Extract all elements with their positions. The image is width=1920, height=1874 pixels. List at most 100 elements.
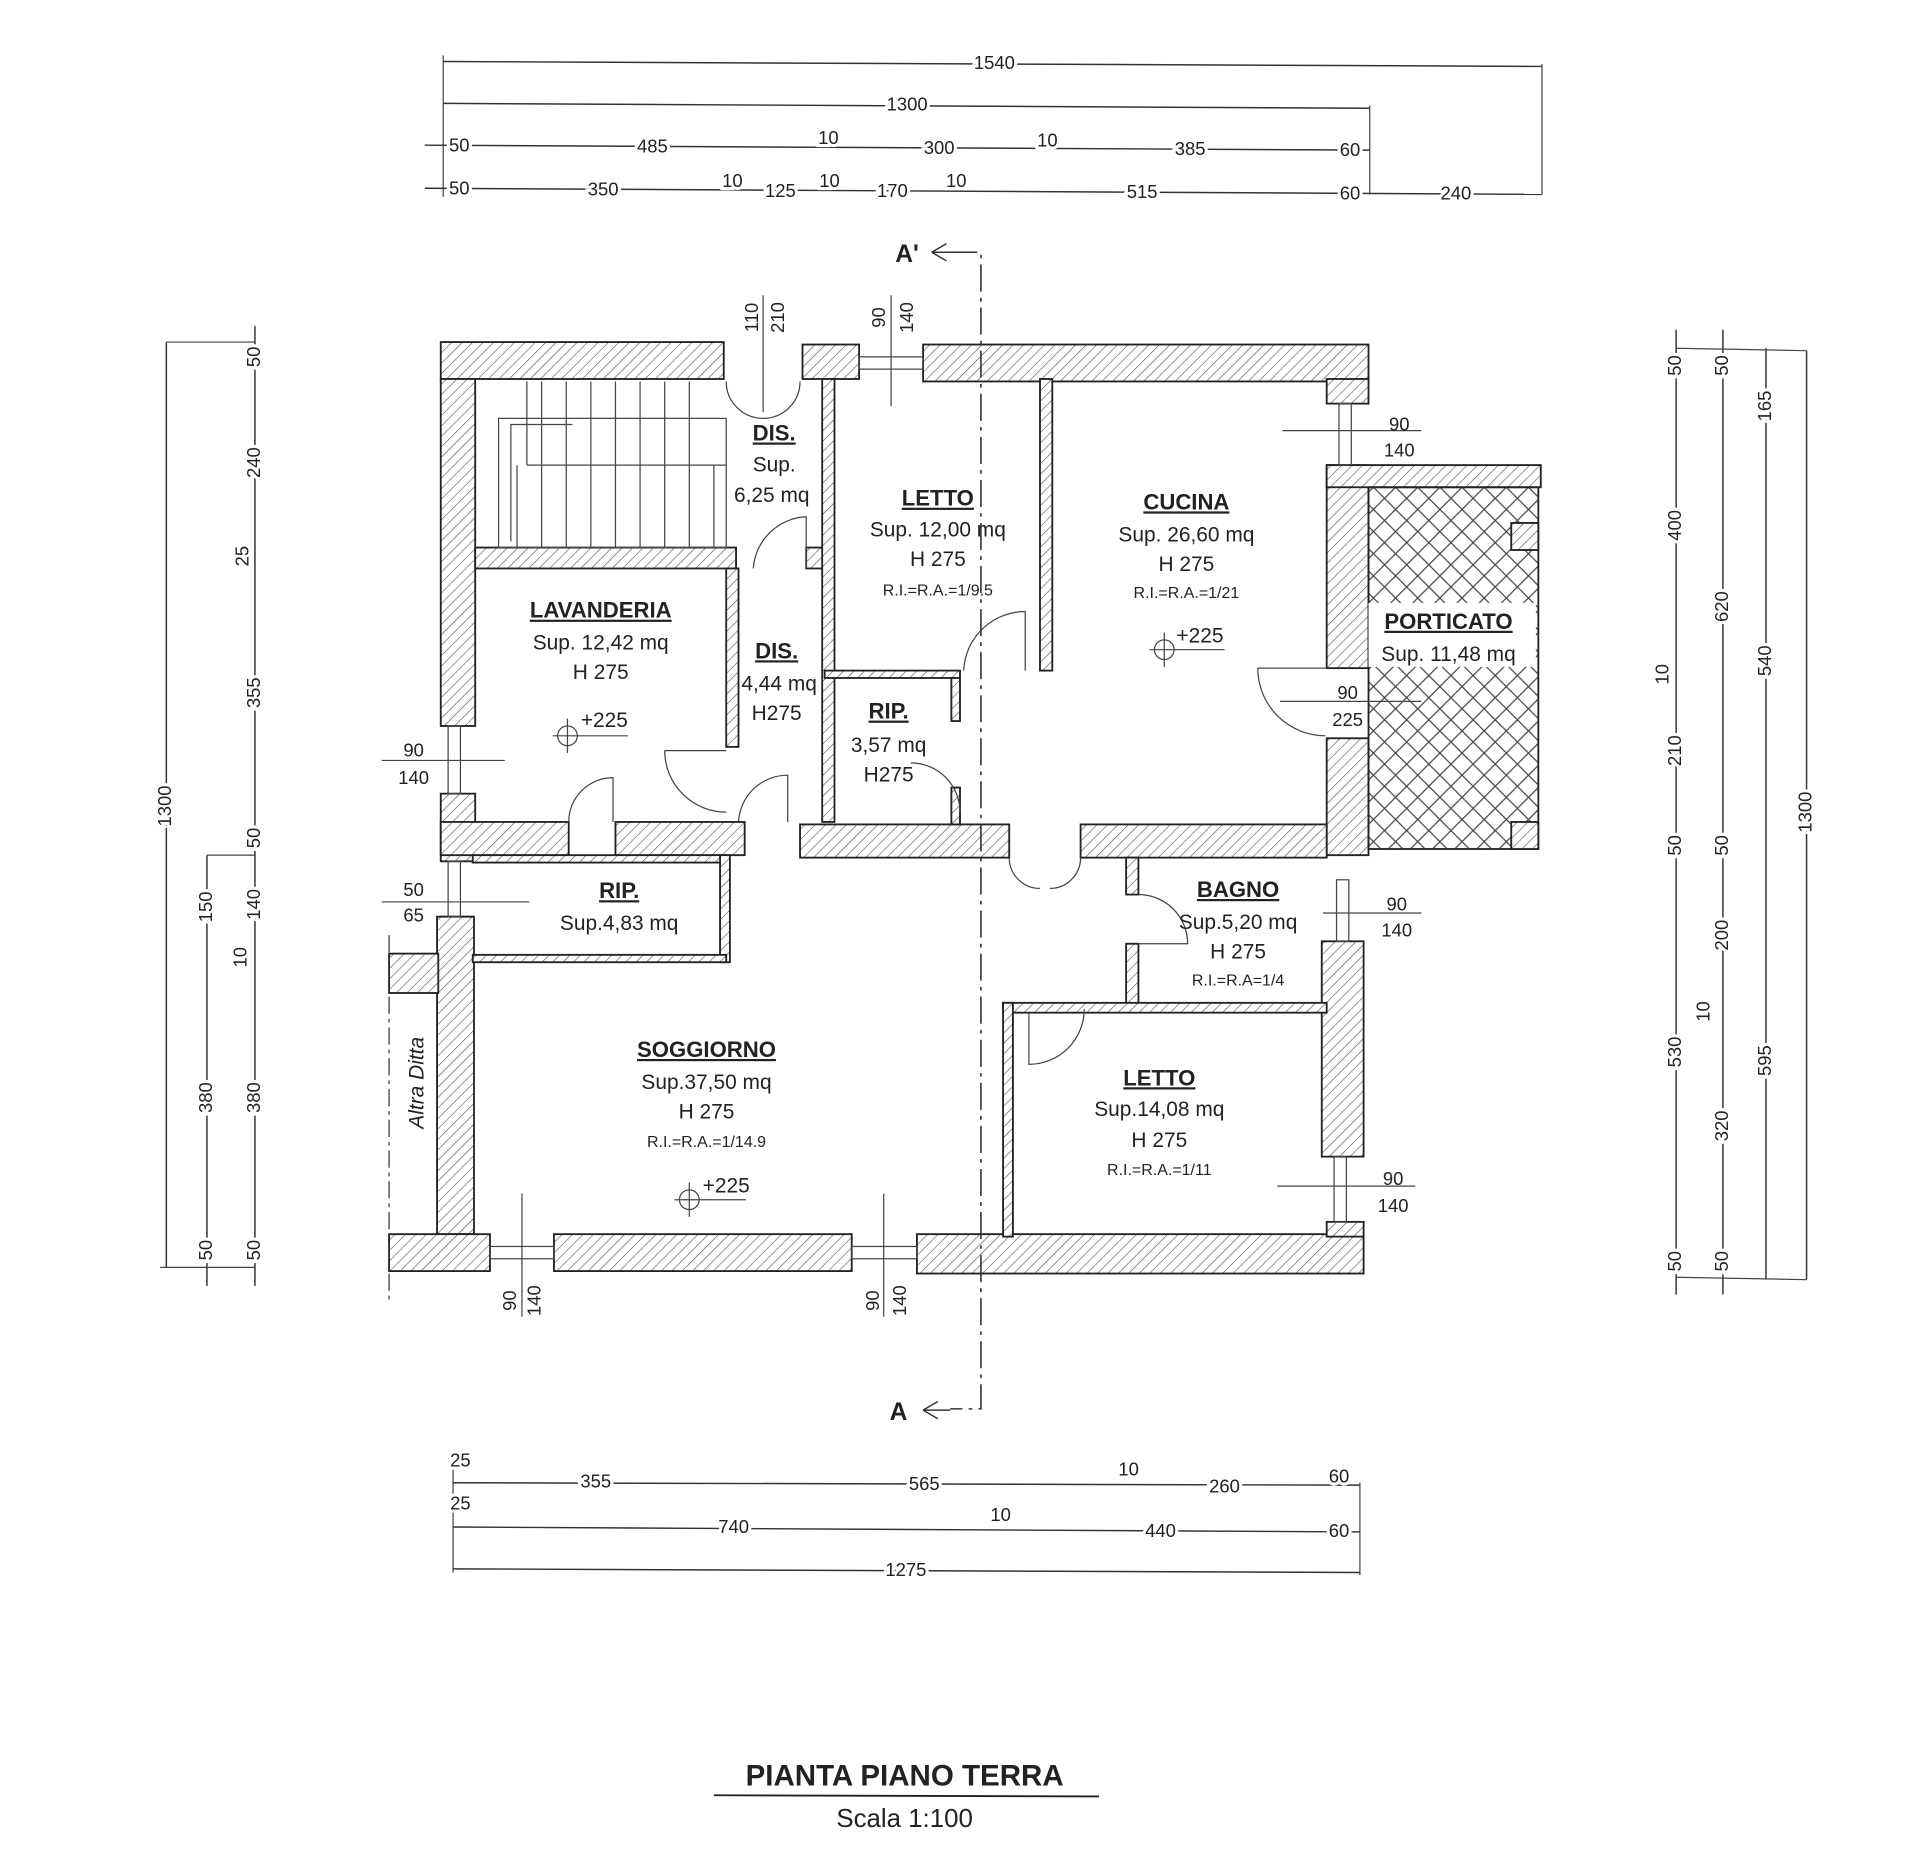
opening-label: 90 [403,740,424,761]
room-ratio: R.I.=R.A.=1/21 [1134,585,1240,602]
opening-label: 90 [862,1290,883,1311]
room-height: H 275 [1131,1129,1187,1152]
room-ratio: R.I.=R.A.=1/11 [1107,1162,1212,1179]
dim-label: 25 [232,546,253,567]
dim-label: 240 [243,447,264,478]
altra-ditta-area: Altra Ditta [388,935,429,1305]
dim-label: 50 [243,347,264,368]
room-height: H 275 [1159,553,1215,576]
dim-label: 10 [1037,129,1058,150]
opening-label: 140 [1381,919,1412,940]
dim-label: 485 [637,136,668,157]
room-name: BAGNO [1197,877,1279,902]
dim-label: 50 [1711,835,1732,856]
room-name: CUCINA [1143,489,1229,514]
drawing-scale: Scala 1:100 [836,1805,972,1833]
opening-labels: 110 210 90 140 90 140 90 225 90 140 50 6… [398,302,1414,1316]
room-elevation: +225 [1176,624,1223,647]
dim-label: 1300 [1794,792,1815,833]
room-name: LAVANDERIA [530,598,672,623]
altra-ditta-label: Altra Ditta [406,1037,429,1131]
dim-label: 380 [243,1082,264,1113]
dim-label: 1275 [885,1559,926,1580]
dim-label: 1300 [887,94,928,115]
dim-label: 595 [1754,1045,1775,1076]
room-dis-1: DIS. Sup. 6,25 mq [734,421,810,508]
room-lavanderia: LAVANDERIA Sup. 12,42 mq H 275 +225 [530,598,672,733]
room-height: H275 [864,763,914,786]
dim-label: 355 [580,1471,611,1492]
room-area: Sup. 12,00 mq [870,518,1006,541]
room-height: H 275 [573,661,629,684]
dim-label: 50 [1711,355,1732,376]
section-mark-top: A' [895,241,919,268]
dim-label: 25 [450,1493,471,1514]
dim-label: 1300 [154,785,175,826]
opening-label: 210 [767,302,788,333]
dim-label: 165 [1754,391,1775,422]
dim-label: 385 [1175,138,1206,159]
room-ratio: R.I.=R.A.=1/14.9 [647,1134,766,1151]
opening-label: 65 [403,905,424,926]
room-area: Sup. 26,60 mq [1118,523,1254,546]
opening-label: 90 [499,1290,520,1311]
dim-label: 565 [909,1473,940,1494]
dim-label: 210 [1664,735,1685,766]
opening-label: 90 [1383,1168,1404,1189]
walls [388,341,1542,1275]
drawing-title-block: PIANTA PIANO TERRA Scala 1:100 [713,1759,1100,1833]
dim-label: 50 [1664,355,1685,376]
opening-label: 140 [889,1285,910,1316]
opening-label: 225 [1332,709,1363,730]
section-line: A' A [890,241,982,1426]
dim-label: 10 [990,1504,1011,1525]
dim-label: 380 [195,1082,216,1113]
dim-label: 60 [1329,1466,1350,1487]
room-bagno: BAGNO Sup.5,20 mq H 275 R.I.=R.A=1/4 [1179,877,1298,990]
dim-label: 1540 [974,52,1015,73]
dim-label: 400 [1664,510,1685,541]
dim-label: 60 [1340,139,1361,160]
opening-label: 110 [741,303,762,332]
room-letto-2: LETTO Sup.14,08 mq H 275 R.I.=R.A.=1/11 [1094,1065,1224,1179]
room-area: Sup.4,83 mq [560,912,679,935]
dim-label: 25 [450,1450,471,1471]
opening-label: 140 [398,767,429,788]
dim-label: 50 [243,828,264,849]
dim-label: 300 [924,137,955,158]
dim-label: 320 [1711,1110,1732,1141]
room-area: Sup. 12,42 mq [533,632,669,655]
dim-label: 10 [722,170,743,191]
dimensions-right: 50 400 10 210 50 530 50 50 620 50 200 10… [1649,329,1819,1295]
room-area: Sup.5,20 mq [1179,911,1298,934]
room-name: RIP. [599,878,639,903]
doors [568,381,1326,1065]
porticato-floor [1367,486,1540,850]
windows [381,295,1422,1317]
dim-label: 150 [195,891,216,922]
opening-label: 140 [523,1285,544,1316]
room-soggiorno: SOGGIORNO Sup.37,50 mq H 275 R.I.=R.A.=1… [637,1037,776,1197]
elevation-markers [552,632,1225,1217]
room-letto-1: LETTO Sup. 12,00 mq H 275 R.I.=R.A.=1/9.… [870,486,1006,600]
opening-label: 90 [1389,414,1410,435]
room-porticato: PORTICATO Sup. 11,48 mq [1368,602,1536,667]
dim-label: 260 [1209,1476,1240,1497]
dim-label: 740 [718,1516,749,1537]
dim-label: 50 [449,134,470,155]
dim-label: 240 [1440,182,1471,203]
opening-label: 140 [1378,1195,1409,1216]
dim-label: 10 [946,170,967,191]
room-rip-2: RIP. Sup.4,83 mq [560,878,679,935]
room-area-label: Sup. [753,453,796,476]
room-ratio: R.I.=R.A.=1/9.5 [883,583,993,600]
room-area: 4,44 mq [741,672,817,695]
room-ratio: R.I.=R.A=1/4 [1192,973,1285,990]
room-rip-1: RIP. 3,57 mq H275 [851,699,927,787]
dim-label: 50 [195,1240,216,1261]
room-area: 6,25 mq [734,484,810,507]
dim-label: 170 [877,180,908,201]
dim-label: 10 [819,170,840,191]
dim-label: 50 [1711,1251,1732,1272]
